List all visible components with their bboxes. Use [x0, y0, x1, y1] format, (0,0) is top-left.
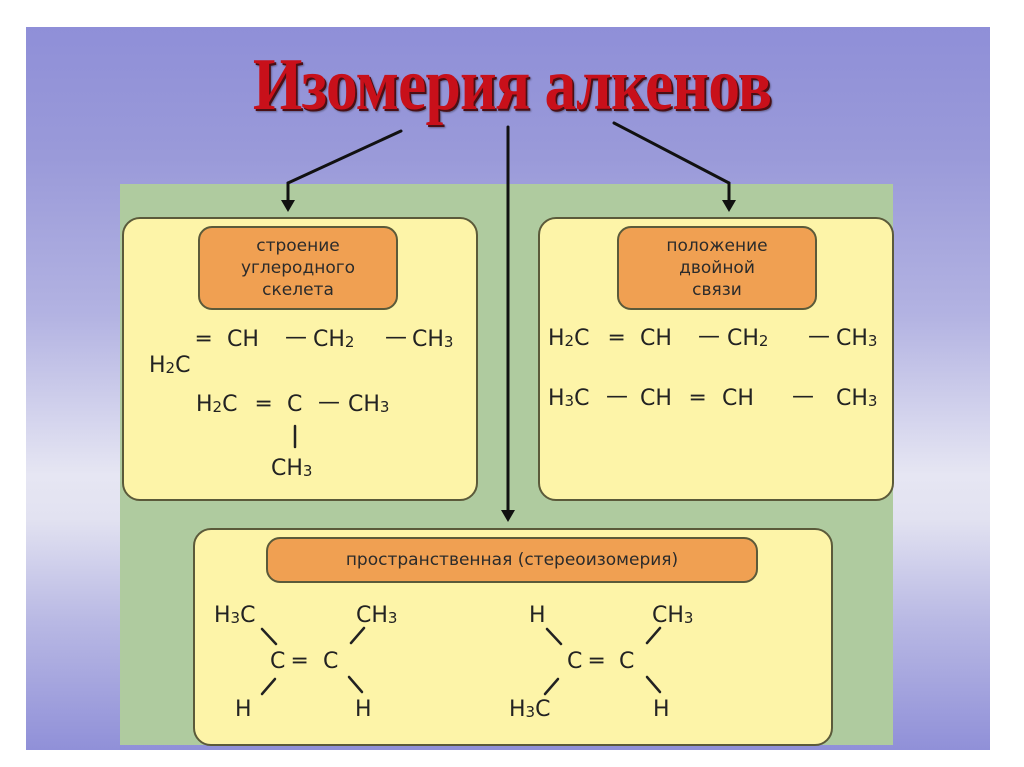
atom-ch3: CH3 [412, 327, 454, 352]
atom-h: H [235, 697, 252, 722]
page-title: Изомерия алкенов [252, 44, 772, 126]
atom-ch3: CH3 [836, 326, 878, 351]
atom-c: C [287, 392, 303, 417]
atom-ch3: CH3 [348, 392, 390, 417]
atom-ch: CH [640, 386, 672, 411]
double-bond: ═ [590, 649, 604, 674]
atom-ch3: CH3 [652, 603, 694, 628]
label-line: строение [256, 236, 340, 256]
atom-ch: CH [640, 326, 672, 351]
double-bond: ═ [197, 327, 211, 352]
stereoisomerism-label: пространственная (стереоизомерия) [266, 537, 758, 583]
atom-h3c: H3C [509, 697, 551, 722]
single-bond: — [808, 324, 830, 349]
atom-ch3-branch: CH3 [271, 456, 313, 481]
atom-c: C [270, 649, 286, 674]
atom-c: C [567, 649, 583, 674]
atom-ch2: CH2 [727, 326, 769, 351]
atom-h3c: H3C [214, 603, 256, 628]
atom-ch2: CH2 [313, 327, 355, 352]
atom-ch: CH [722, 386, 754, 411]
skeleton-isomerism-label: строение углеродного скелета [198, 226, 398, 310]
label-line: двойной [679, 258, 755, 278]
atom-h3c: H3C [548, 386, 590, 411]
atom-h: H [653, 697, 670, 722]
label-line: скелета [262, 280, 334, 300]
atom-h: H [355, 697, 372, 722]
double-bond: ═ [257, 392, 271, 417]
single-bond: — [698, 324, 720, 349]
label-line: положение [666, 236, 768, 256]
atom-h2c: H2C [548, 326, 590, 351]
atom-h2c: H2C [149, 353, 191, 378]
single-bond: — [385, 325, 407, 350]
single-bond: — [318, 390, 340, 415]
atom-ch: CH [227, 327, 259, 352]
formula-butene-1-left: H2C [135, 327, 190, 380]
double-bond: ═ [293, 649, 307, 674]
double-bond-position-label: положение двойной связи [617, 226, 817, 310]
atom-c: C [323, 649, 339, 674]
single-bond: — [792, 384, 814, 409]
double-bond: ═ [691, 386, 705, 411]
atom-ch3: CH3 [356, 603, 398, 628]
atom-c: C [619, 649, 635, 674]
label-line: связи [692, 280, 742, 300]
single-bond: — [285, 325, 307, 350]
label-line: углеродного [240, 258, 356, 278]
atom-h: H [529, 603, 546, 628]
double-bond: ═ [610, 326, 624, 351]
single-bond: — [606, 384, 628, 409]
atom-ch3: CH3 [836, 386, 878, 411]
atom-h2c: H2C [196, 392, 238, 417]
